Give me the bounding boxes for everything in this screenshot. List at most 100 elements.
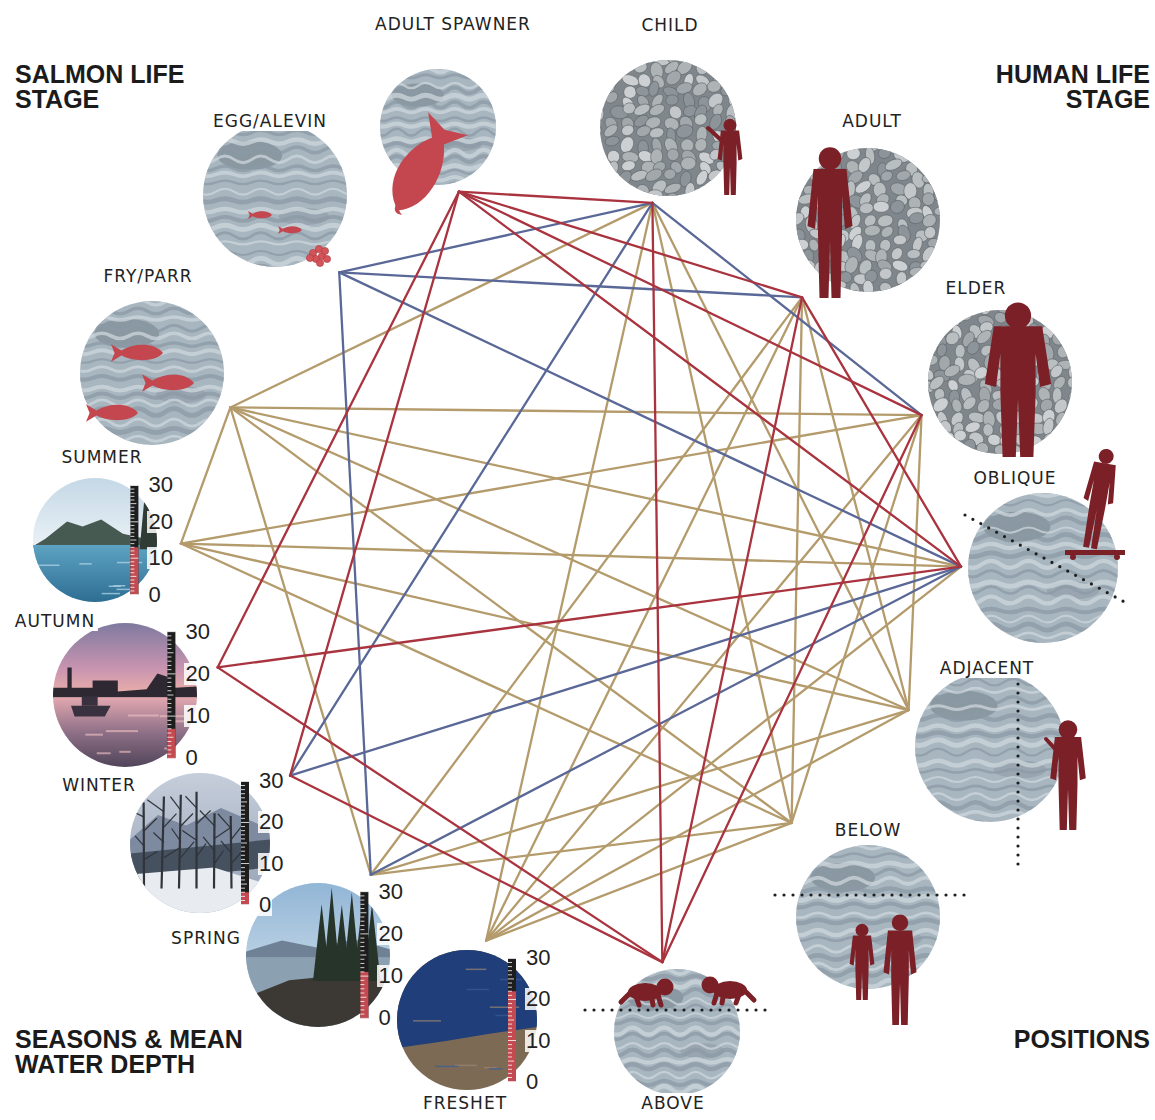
- ripple: [198, 217, 360, 221]
- ripple: [963, 609, 1132, 612]
- current-streak: [467, 989, 489, 991]
- ruler-tick: [360, 959, 364, 960]
- ruler-tick: [360, 904, 364, 905]
- pebble: [879, 224, 895, 240]
- water-surface: [80, 301, 224, 445]
- photo: [246, 883, 390, 1029]
- ruler-tick: [167, 690, 171, 691]
- pebble: [784, 247, 802, 261]
- stage-circle: ABOVE: [614, 969, 740, 1095]
- pebble: [847, 288, 864, 306]
- ruler-tick: [167, 661, 171, 662]
- rocky-shore: [253, 975, 390, 1027]
- pebble: [600, 193, 618, 207]
- ripple: [910, 726, 1079, 730]
- pebble: [964, 339, 981, 357]
- current-streak: [495, 1015, 509, 1017]
- stage-name: ELDER: [943, 278, 1010, 298]
- tree-branch: [221, 841, 231, 852]
- tree-branch: [172, 828, 181, 841]
- pebble: [918, 439, 935, 453]
- ripple: [791, 869, 953, 875]
- ruler-tick: [167, 754, 171, 755]
- position-guide: [1016, 684, 1019, 870]
- ruler-tick: [130, 587, 134, 588]
- link-line: [486, 823, 791, 941]
- ruler-tick: [360, 891, 368, 892]
- pebble: [695, 193, 712, 209]
- pebble: [922, 429, 936, 447]
- water-reflection: [85, 734, 103, 736]
- pebble: [697, 184, 715, 198]
- pebble: [926, 295, 943, 311]
- ruler-tick: [508, 1073, 512, 1074]
- pebble: [918, 259, 939, 276]
- pebble: [1035, 298, 1051, 315]
- figure-layer: [508, 958, 516, 1081]
- figure-layer: [1018, 684, 1086, 870]
- pebble: [936, 430, 956, 446]
- ripple: [963, 624, 1132, 630]
- baby-limb: [651, 994, 653, 1005]
- ripple: [609, 976, 751, 979]
- pebble: [936, 444, 950, 456]
- ripple: [609, 1086, 751, 1093]
- person-head: [892, 914, 909, 931]
- ruler-tick: [167, 652, 173, 653]
- pebble: [605, 51, 624, 66]
- ripple: [791, 913, 953, 918]
- photo: [198, 122, 360, 269]
- depth-scale-number: 10: [147, 547, 173, 569]
- salmon-silhouette: [142, 374, 194, 392]
- pebble: [1052, 298, 1070, 316]
- ruler-tick: [167, 741, 171, 742]
- pebble: [604, 135, 620, 147]
- stage-name: WINTER: [59, 775, 138, 795]
- ruler-tick: [241, 896, 245, 897]
- category-heading: HUMAN LIFE STAGE: [950, 62, 1150, 112]
- photo: [910, 671, 1079, 828]
- ruler-tick: [241, 826, 245, 827]
- position-guide: [775, 893, 965, 896]
- pebble: [896, 283, 910, 295]
- ruler-tick: [130, 594, 138, 595]
- ruler-tick: [130, 576, 136, 577]
- pebble: [606, 182, 624, 200]
- ripple: [75, 343, 237, 347]
- ruler-tick: [241, 789, 245, 790]
- pebble: [785, 161, 796, 177]
- ruler-tick: [241, 801, 247, 802]
- ripple: [75, 428, 237, 432]
- tree-branch: [153, 832, 164, 842]
- photo: [127, 773, 270, 913]
- ruler-tick: [167, 656, 171, 657]
- pebble: [676, 46, 694, 61]
- salmon-egg: [321, 247, 328, 254]
- ripple: [910, 688, 1079, 692]
- pebble: [921, 170, 941, 185]
- pebble: [1063, 306, 1081, 324]
- ripple: [375, 83, 506, 88]
- current-streak: [413, 1020, 441, 1022]
- circle-photo: [53, 623, 197, 767]
- pebble: [788, 289, 804, 305]
- ripple: [75, 325, 237, 331]
- pebble: [1071, 408, 1082, 425]
- ripple: [963, 517, 1132, 523]
- pebble: [853, 178, 873, 196]
- pebble: [663, 168, 677, 181]
- figure-layer: [985, 303, 1051, 457]
- depth-scale-number: 20: [147, 511, 173, 533]
- ruler-tick: [130, 499, 134, 500]
- ruler-tick: [508, 991, 512, 992]
- pebble: [961, 394, 979, 412]
- pebble: [862, 280, 874, 297]
- ruler-tick: [508, 1069, 512, 1070]
- ruler-tick: [241, 830, 245, 831]
- pebble: [946, 313, 962, 329]
- photo: [912, 296, 1088, 473]
- ruler-tick: [508, 970, 512, 971]
- ruler-tick: [167, 745, 171, 746]
- ripple: [791, 888, 953, 891]
- ruler-tick: [241, 875, 245, 876]
